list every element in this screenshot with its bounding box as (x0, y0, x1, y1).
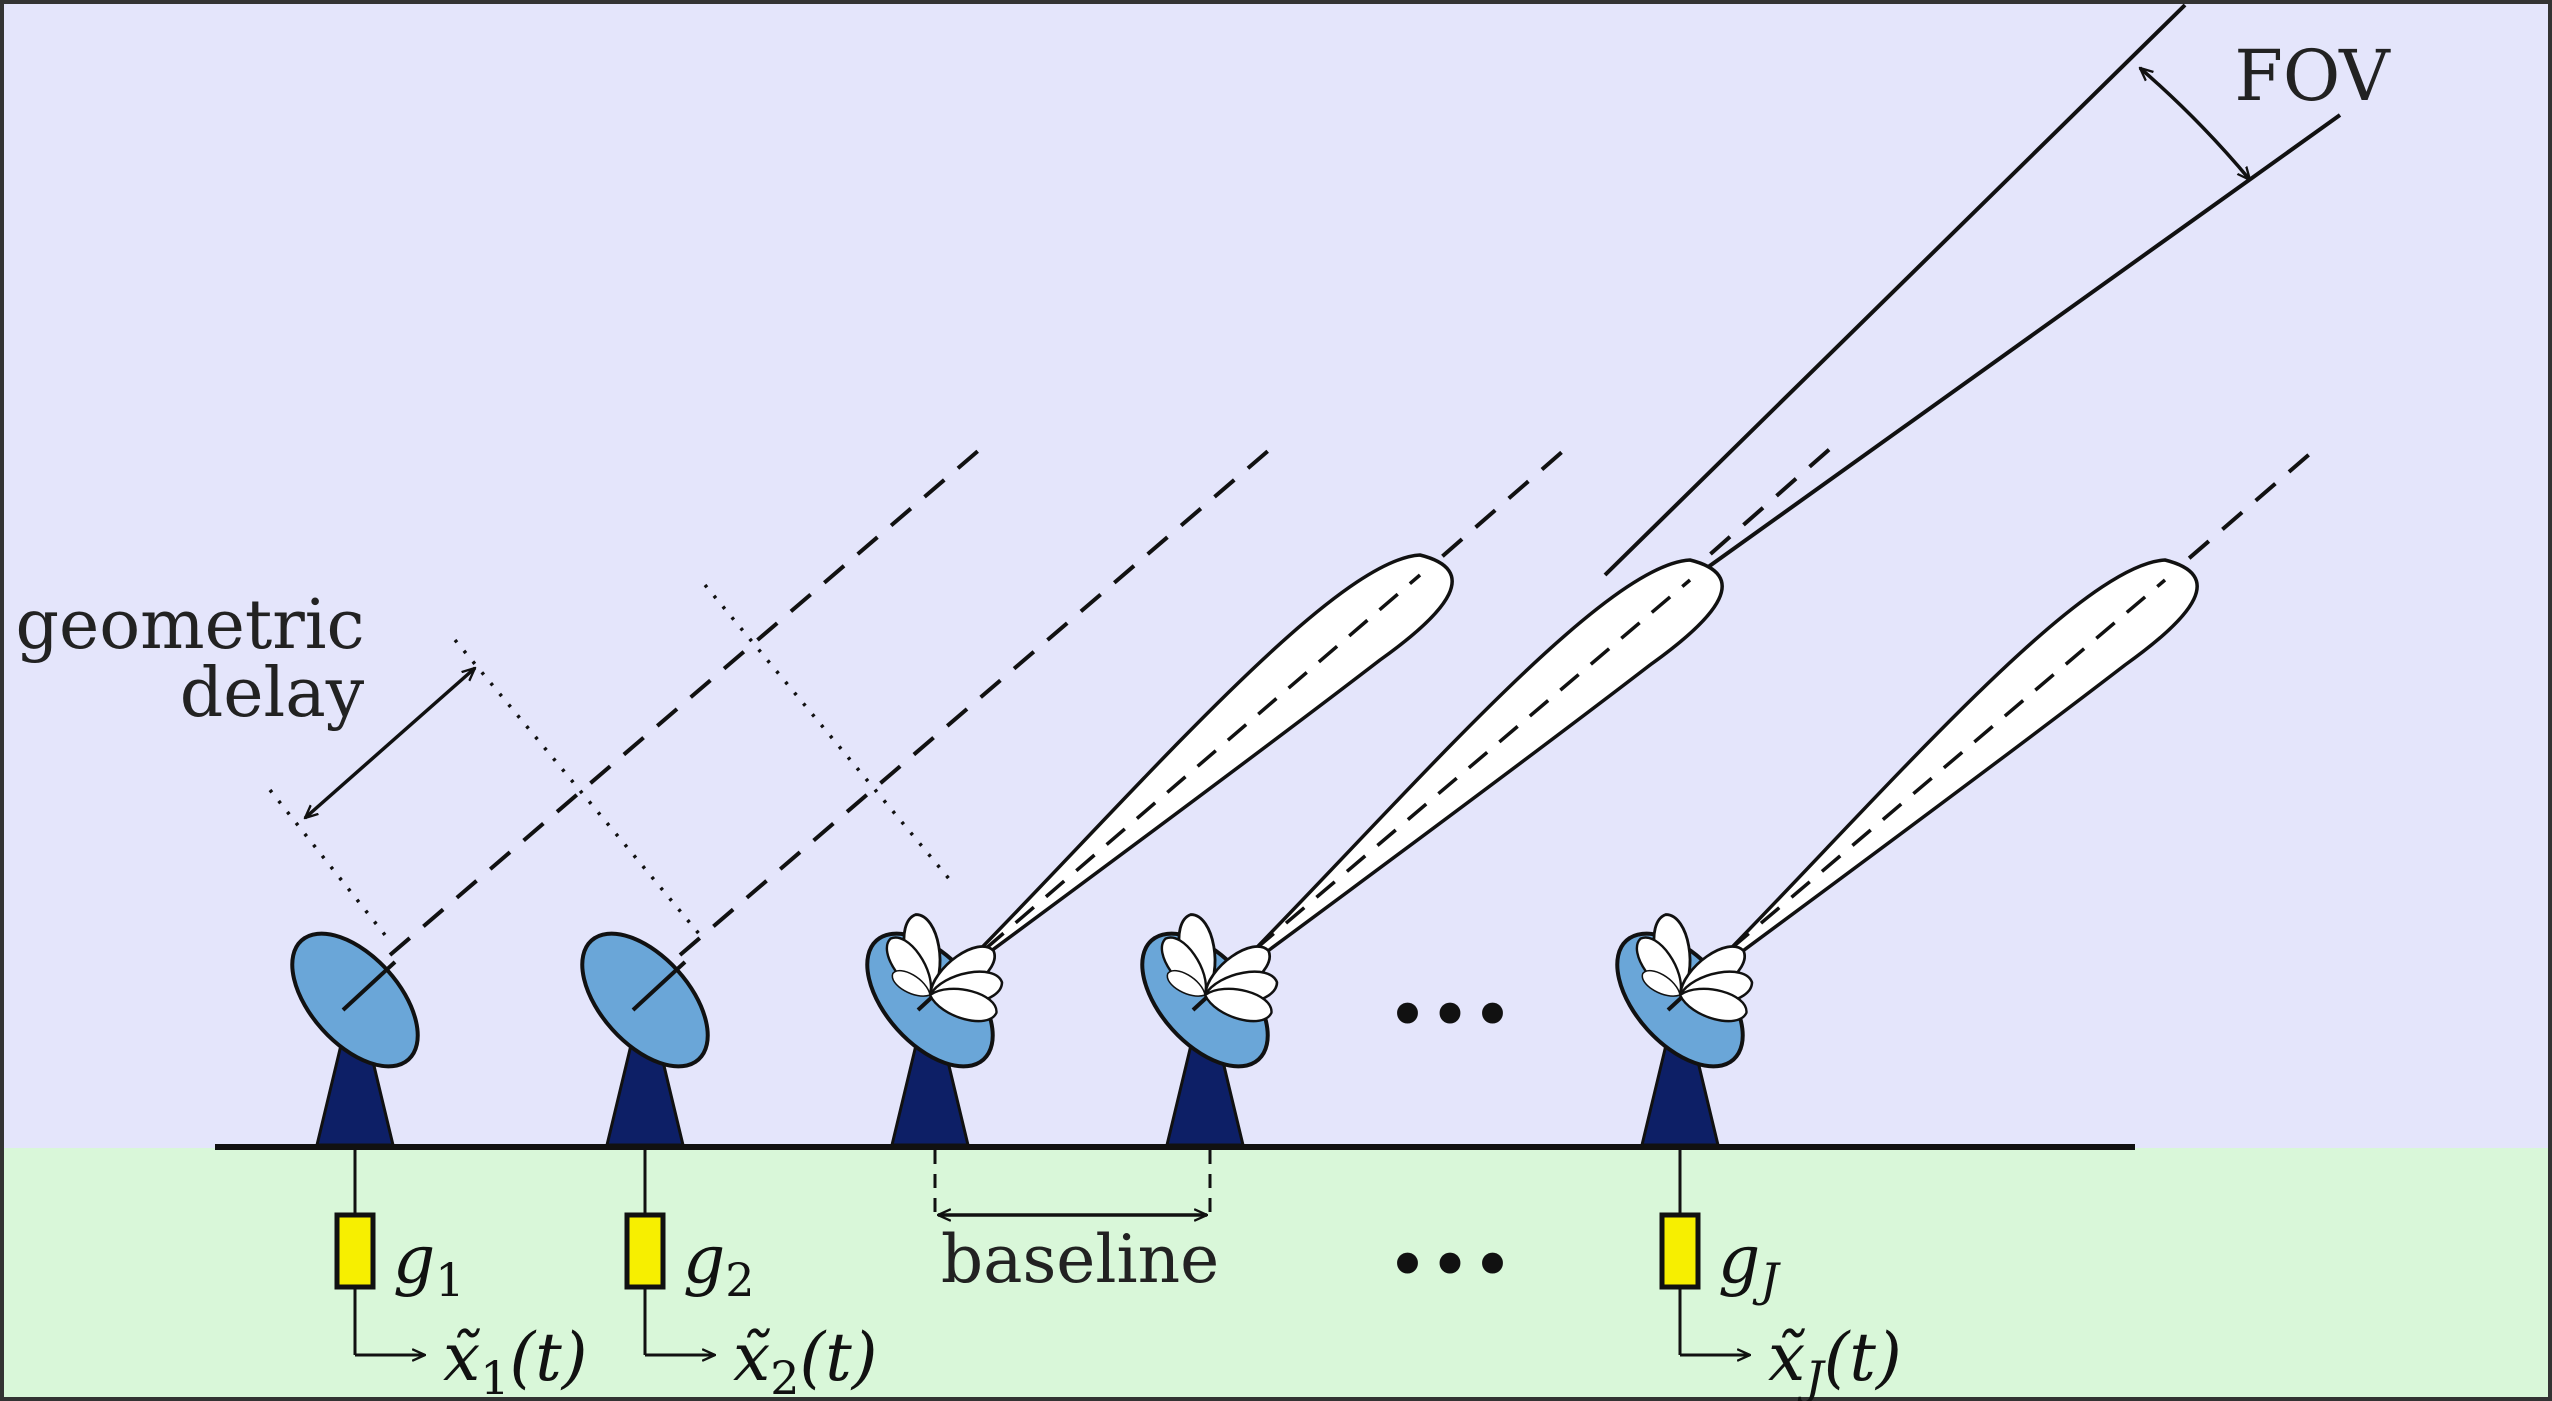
beam-axis-3 (953, 573, 1422, 977)
fov-arc-arrow (2140, 68, 2250, 180)
baseline-marker: baseline (933, 1150, 1219, 1298)
geometric-delay-label-line2: delay (180, 654, 365, 733)
antenna-ellipsis: ••• (1386, 973, 1513, 1057)
main-beam-5 (1688, 558, 2199, 992)
gain-label: g1 (393, 1221, 465, 1307)
antenna-4 (1140, 910, 1281, 1147)
main-beam-4 (1213, 558, 1724, 992)
gain-box (624, 1212, 666, 1290)
fov-lines (1603, 3, 2342, 582)
wavefront-1 (268, 788, 387, 937)
fov-line-left (1603, 3, 2187, 577)
gain-label: gJ (1718, 1221, 1781, 1307)
geometric-delay-arrow (305, 668, 475, 818)
main-beams (943, 553, 2199, 992)
gain-ellipsis: ••• (1386, 1223, 1513, 1307)
gain-label: g2 (683, 1221, 755, 1307)
gain-box (1659, 1212, 1701, 1290)
beam-axis-lines (953, 573, 2167, 977)
beam-axis-5 (1698, 578, 2167, 977)
fov-label: FOV (2234, 35, 2391, 117)
main-beam-3 (943, 553, 1454, 987)
gain-box (334, 1212, 376, 1290)
ground-background (0, 1148, 2552, 1401)
signal-label: x̃1(t) (443, 1319, 588, 1401)
signal-label: x̃2(t) (733, 1319, 878, 1401)
antenna-feed (341, 960, 397, 1012)
baseline-label: baseline (941, 1221, 1219, 1298)
antenna-array: g1 x̃1(t) g2 x̃2(t) gJ x̃J(t) (290, 910, 1902, 1401)
signal-label: x̃J(t) (1768, 1319, 1902, 1401)
antenna-1: g1 x̃1(t) (290, 931, 588, 1401)
antenna-3 (865, 910, 1006, 1147)
geometric-delay-label-line1: geometric (15, 586, 364, 665)
fov-line-right (1688, 113, 2342, 582)
wavefront-lines (268, 583, 952, 937)
antenna-feed (631, 960, 687, 1012)
beam-axis-4 (1223, 578, 1692, 977)
antenna-5: gJ x̃J(t) (1615, 910, 1902, 1401)
antenna-2: g2 x̃2(t) (580, 931, 878, 1401)
